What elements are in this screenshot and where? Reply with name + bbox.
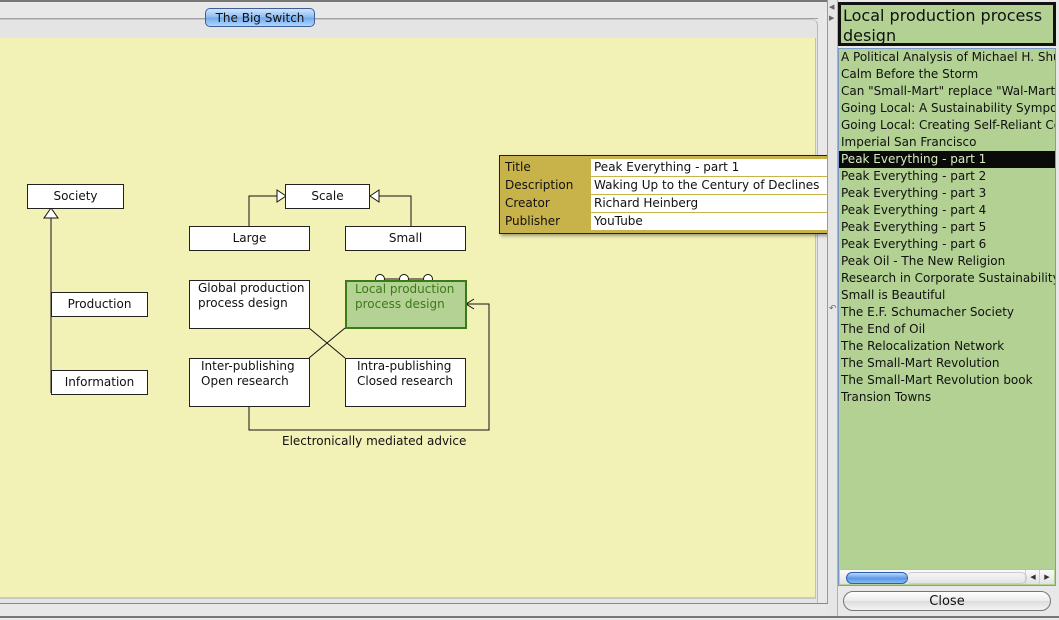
- list-item[interactable]: Peak Oil - The New Religion: [841, 254, 1006, 268]
- node-intra-publishing[interactable]: Intra-publishing Closed research: [345, 358, 466, 407]
- list-item[interactable]: The Small-Mart Revolution book: [841, 373, 1033, 387]
- connector-local-inter: [308, 327, 346, 359]
- node-label: Intra-publishing: [357, 359, 452, 373]
- tab-the-big-switch[interactable]: The Big Switch: [205, 8, 315, 27]
- scroll-right-arrow-icon[interactable]: ▶: [1039, 570, 1054, 584]
- tooltip-key: Title: [505, 160, 531, 174]
- node-label: Open research: [201, 374, 289, 388]
- list-item[interactable]: Peak Everything - part 6: [841, 237, 987, 251]
- tooltip-row-description: Description Waking Up to the Century of …: [504, 177, 829, 194]
- connector-advice: [248, 303, 490, 431]
- split-pane-divider[interactable]: ◀ ▶ ↶: [828, 0, 838, 616]
- scrollbar-track[interactable]: [906, 572, 1027, 584]
- connector-large-scale: [248, 195, 277, 226]
- list-item[interactable]: Calm Before the Storm: [841, 67, 979, 81]
- list-item[interactable]: The E.F. Schumacher Society: [841, 305, 1015, 319]
- list-item[interactable]: Transion Towns: [841, 390, 932, 404]
- diagram-canvas[interactable]: [0, 38, 816, 599]
- node-label: Global production: [198, 281, 305, 295]
- list-item[interactable]: Going Local: A Sustainability Symposium: [841, 101, 1055, 115]
- collapse-left-arrow-icon[interactable]: ◀: [829, 3, 835, 11]
- list-item-selected[interactable]: Peak Everything - part 1: [839, 151, 1055, 168]
- list-item[interactable]: The Relocalization Network: [841, 339, 1005, 353]
- tooltip-key: Creator: [505, 196, 550, 210]
- inheritance-arrow-icon: [276, 189, 287, 203]
- list-item[interactable]: Imperial San Francisco: [841, 135, 977, 149]
- node-local-production-selected[interactable]: Local production process design: [345, 280, 467, 329]
- list-item[interactable]: Peak Everything - part 3: [841, 186, 987, 200]
- tooltip-key: Description: [505, 178, 574, 192]
- list-item[interactable]: A Political Analysis of Michael H. Shuma…: [841, 50, 1055, 64]
- frame-divider: [827, 0, 828, 604]
- list-item[interactable]: Going Local: Creating Self-Reliant Commu…: [841, 118, 1055, 132]
- tooltip-value: Peak Everything - part 1: [591, 159, 829, 176]
- connector-small-scale: [379, 195, 412, 226]
- list-item[interactable]: Peak Everything - part 5: [841, 220, 987, 234]
- frame-bottom-border: [0, 603, 828, 604]
- tooltip-row-publisher: Publisher YouTube: [504, 213, 829, 230]
- list-item[interactable]: Peak Everything - part 4: [841, 203, 987, 217]
- tooltip-row-title: Title Peak Everything - part 1: [504, 159, 829, 176]
- node-inter-publishing[interactable]: Inter-publishing Open research: [189, 358, 310, 407]
- tooltip-row-creator: Creator Richard Heinberg: [504, 195, 829, 212]
- list-item[interactable]: Can "Small-Mart" replace "Wal-Mart"?: [841, 84, 1055, 98]
- tooltip-key: Publisher: [505, 214, 561, 228]
- node-label: process design: [355, 297, 445, 311]
- node-information[interactable]: Information: [51, 370, 148, 395]
- tooltip-value: Waking Up to the Century of Declines: [591, 177, 829, 194]
- node-label: Closed research: [357, 374, 454, 388]
- metadata-tooltip: Title Peak Everything - part 1 Descripti…: [499, 155, 834, 234]
- node-large[interactable]: Large: [189, 226, 310, 251]
- node-label: Local production: [355, 282, 455, 296]
- expand-right-arrow-icon[interactable]: ▶: [829, 14, 835, 22]
- diagram-connectors: [43, 189, 490, 431]
- inheritance-arrow-icon: [369, 189, 380, 203]
- tab-strip-divider: [0, 18, 818, 19]
- list-item[interactable]: Small is Beautiful: [841, 288, 946, 302]
- close-button[interactable]: Close: [843, 591, 1051, 611]
- tooltip-value: YouTube: [591, 213, 829, 230]
- inheritance-arrow-icon: [43, 207, 59, 219]
- node-scale[interactable]: Scale: [285, 184, 370, 209]
- node-production[interactable]: Production: [51, 292, 148, 317]
- list-item[interactable]: The Small-Mart Revolution: [841, 356, 1000, 370]
- edge-label-advice: Electronically mediated advice: [282, 434, 467, 448]
- node-label: process design: [198, 296, 288, 310]
- resource-list-items: A Political Analysis of Michael H. Shuma…: [839, 49, 1055, 406]
- scrollbar-thumb[interactable]: [846, 572, 908, 584]
- scroll-left-arrow-icon[interactable]: ◀: [1025, 570, 1040, 584]
- horizontal-scrollbar[interactable]: ◀ ▶: [840, 569, 1054, 584]
- window-top-border: [0, 0, 828, 2]
- drag-handle-icon[interactable]: ↶: [829, 304, 837, 314]
- node-label: Inter-publishing: [201, 359, 295, 373]
- list-item[interactable]: Research in Corporate Sustainability:: [841, 271, 1055, 285]
- tooltip-value: Richard Heinberg: [591, 195, 829, 212]
- list-item[interactable]: The End of Oil: [841, 322, 926, 336]
- list-item[interactable]: Peak Everything - part 2: [841, 169, 987, 183]
- selected-node-title: Local production process design: [838, 2, 1056, 46]
- node-society[interactable]: Society: [27, 184, 124, 209]
- node-global-production[interactable]: Global production process design: [189, 280, 310, 329]
- resource-list[interactable]: A Political Analysis of Michael H. Shuma…: [838, 48, 1056, 586]
- node-small[interactable]: Small: [345, 226, 466, 251]
- window-bottom-border: [0, 616, 1059, 618]
